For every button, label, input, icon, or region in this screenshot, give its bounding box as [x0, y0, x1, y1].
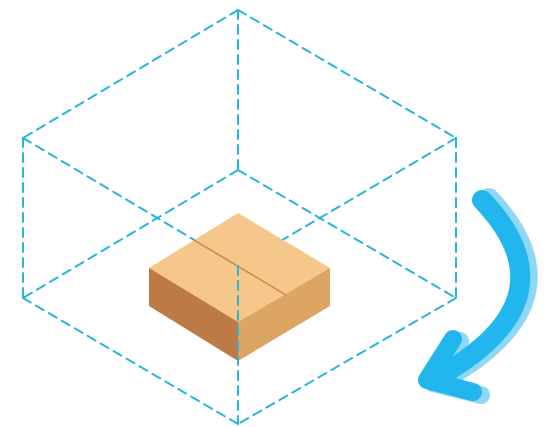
cube-edge-bottom-right-front [237, 297, 457, 425]
cube-edge-back-bottom-left [22, 169, 239, 299]
curved-arrow-icon [418, 188, 538, 404]
cube-edge-top-left-front [22, 137, 239, 267]
box-left-face [149, 268, 238, 361]
cube-edge-top-right-back [237, 9, 457, 139]
arrow-shaft [426, 190, 531, 388]
cardboard-box-icon [149, 213, 330, 361]
cube-edge-back-bottom-right [237, 169, 457, 299]
arrow-head [418, 330, 482, 401]
box-right-face [238, 268, 330, 361]
box-tape-line [193, 239, 287, 296]
cube-edge-bottom-left-front [22, 297, 239, 425]
cube-edge-top-left-back [22, 9, 239, 139]
